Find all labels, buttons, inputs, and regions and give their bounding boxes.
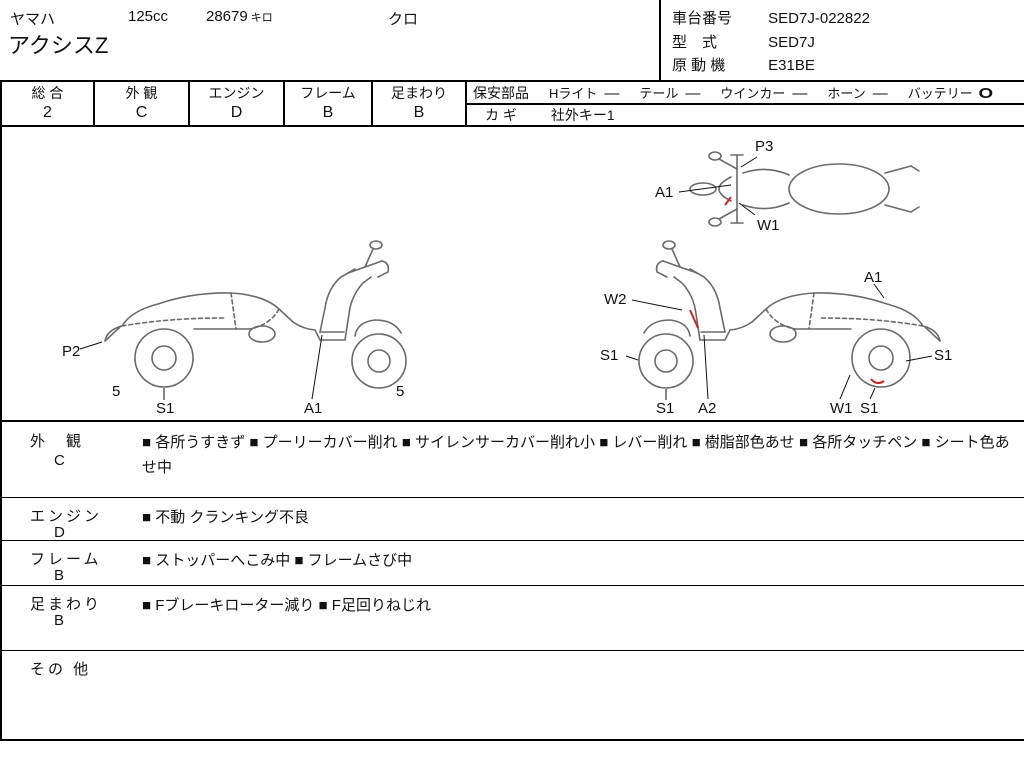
chassis-number-label: 車台番号 bbox=[672, 10, 733, 27]
engine-code-value: E31BE bbox=[768, 57, 815, 74]
key-value: 社外キー1 bbox=[550, 107, 615, 123]
scooter-top-outline bbox=[689, 151, 920, 227]
main-table: 総 合 2 外 観 C エンジン D フレーム B 足まわり B 保安部品 bbox=[0, 80, 1024, 741]
defect-label-s1-rear: S1 bbox=[860, 400, 878, 417]
safety-item-tail-lamp: テール— bbox=[639, 85, 701, 102]
comment-row-engine: エンジン D ■ 不動 クランキング不良 bbox=[2, 498, 1024, 541]
defect-label-w1: W1 bbox=[830, 400, 853, 417]
grade-bar: 総 合 2 外 観 C エンジン D フレーム B 足まわり B 保安部品 bbox=[2, 82, 1024, 127]
defect-label-w1: W1 bbox=[757, 217, 780, 234]
comment-section-label: 外 観 bbox=[30, 433, 85, 450]
engine-code-label: 原 動 機 bbox=[672, 57, 726, 74]
defect-label-w2: W2 bbox=[604, 291, 627, 308]
comment-row-frame: フレーム B ■ ストッパーへこみ中 ■ フレームさび中 bbox=[2, 541, 1024, 586]
comment-row-other: その 他 bbox=[2, 651, 1024, 735]
defect-label-p2: P2 bbox=[62, 343, 80, 360]
grade-label-undercarriage: 足まわり bbox=[391, 85, 447, 101]
grade-label-exterior: 外 観 bbox=[125, 85, 158, 101]
grade-cell-overall: 総 合 2 bbox=[2, 82, 95, 125]
model-code-row: 型 式 SED7J bbox=[672, 31, 815, 52]
defect-label-a2: A2 bbox=[698, 400, 716, 417]
leader-lines bbox=[678, 156, 758, 216]
damage-mark bbox=[724, 196, 732, 206]
grade-value-overall: 2 bbox=[43, 104, 52, 121]
safety-item-headlight: Hライト— bbox=[549, 85, 620, 102]
defect-label-five-rear: 5 bbox=[112, 383, 120, 400]
scooter-right-outline bbox=[638, 240, 941, 389]
leader-lines bbox=[625, 283, 933, 400]
damage-diagram-area: P3 A1 W1 bbox=[2, 127, 1024, 422]
grade-label-overall: 総 合 bbox=[31, 85, 64, 101]
key-row: カ ギ 社外キー1 bbox=[467, 105, 1024, 125]
comment-section-label: エンジン bbox=[30, 508, 103, 525]
comment-text: ■ 各所うすきず ■ プーリーカバー削れ ■ サイレンサーカバー削れ小 ■ レバ… bbox=[142, 434, 1010, 476]
grade-label-frame: フレーム bbox=[300, 85, 356, 101]
defect-label-p3: P3 bbox=[755, 138, 773, 155]
grade-cell-engine: エンジン D bbox=[190, 82, 285, 125]
comment-text: ■ ストッパーへこみ中 ■ フレームさび中 bbox=[142, 552, 413, 569]
grade-value-engine: D bbox=[230, 104, 243, 121]
comment-section-grade: D bbox=[54, 524, 65, 541]
key-label: カ ギ bbox=[485, 107, 517, 123]
grade-value-exterior: C bbox=[135, 104, 148, 121]
scooter-left-outline bbox=[104, 240, 407, 389]
comment-section-label: フレーム bbox=[30, 551, 102, 568]
vehicle-color: クロ bbox=[388, 11, 419, 28]
defect-label-s1: S1 bbox=[156, 400, 174, 417]
defect-label-a1: A1 bbox=[655, 184, 673, 201]
safety-item-winker: ウインカー— bbox=[720, 85, 808, 102]
grade-value-undercarriage: B bbox=[413, 104, 425, 121]
comment-section-label: その 他 bbox=[30, 661, 92, 678]
comment-section-grade: B bbox=[54, 567, 65, 584]
mileage-unit: キロ bbox=[250, 12, 273, 24]
comment-text: ■ Fブレーキローター減り ■ F足回りねじれ bbox=[142, 597, 431, 614]
defect-label-five-front: 5 bbox=[396, 383, 404, 400]
defect-label-s1-front-side: S1 bbox=[600, 347, 618, 364]
defect-label-s1-front: S1 bbox=[656, 400, 674, 417]
grade-cell-frame: フレーム B bbox=[285, 82, 373, 125]
comment-section-label: 足まわり bbox=[30, 596, 103, 613]
top-view-diagram: P3 A1 W1 bbox=[655, 138, 920, 234]
model-code-label: 型 式 bbox=[672, 34, 718, 51]
defect-label-a1: A1 bbox=[304, 400, 322, 417]
right-side-view-diagram: W2 A1 S1 S1 A2 W1 S1 S1 bbox=[600, 240, 952, 417]
comment-section-grade: B bbox=[54, 612, 65, 629]
left-side-view-diagram: P2 5 S1 A1 5 bbox=[62, 240, 407, 417]
safety-item-horn: ホーン— bbox=[827, 85, 888, 102]
comment-section-grade: C bbox=[54, 452, 65, 469]
defect-label-s1-rear-side: S1 bbox=[934, 347, 952, 364]
grade-cell-exterior: 外 観 C bbox=[95, 82, 190, 125]
header-vertical-divider bbox=[659, 0, 661, 80]
engine-code-row: 原 動 機 E31BE bbox=[672, 54, 815, 75]
grade-label-engine: エンジン bbox=[208, 85, 265, 101]
damage-marks bbox=[689, 309, 885, 385]
leader-lines bbox=[79, 334, 323, 400]
chassis-number-value: SED7J-022822 bbox=[768, 10, 870, 27]
comment-text: ■ 不動 クランキング不良 bbox=[142, 509, 309, 526]
displacement: 125cc bbox=[128, 8, 169, 25]
model-code-value: SED7J bbox=[768, 34, 815, 51]
maker-name: ヤマハ bbox=[10, 11, 56, 28]
safety-parts-label: 保安部品 bbox=[473, 84, 529, 101]
mileage-value: 28679 bbox=[206, 8, 248, 25]
chassis-number-row: 車台番号 SED7J-022822 bbox=[672, 7, 870, 28]
battery-ok-mark: O bbox=[978, 85, 993, 102]
comment-row-undercarriage: 足まわり B ■ Fブレーキローター減り ■ F足回りねじれ bbox=[2, 586, 1024, 651]
comment-row-exterior: 外 観 C ■ 各所うすきず ■ プーリーカバー削れ ■ サイレンサーカバー削れ… bbox=[2, 422, 1024, 498]
grade-cell-undercarriage: 足まわり B bbox=[373, 82, 467, 125]
grade-value-frame: B bbox=[322, 104, 334, 121]
defect-label-a1: A1 bbox=[864, 269, 882, 286]
model-name: アクシスZ bbox=[8, 33, 109, 58]
